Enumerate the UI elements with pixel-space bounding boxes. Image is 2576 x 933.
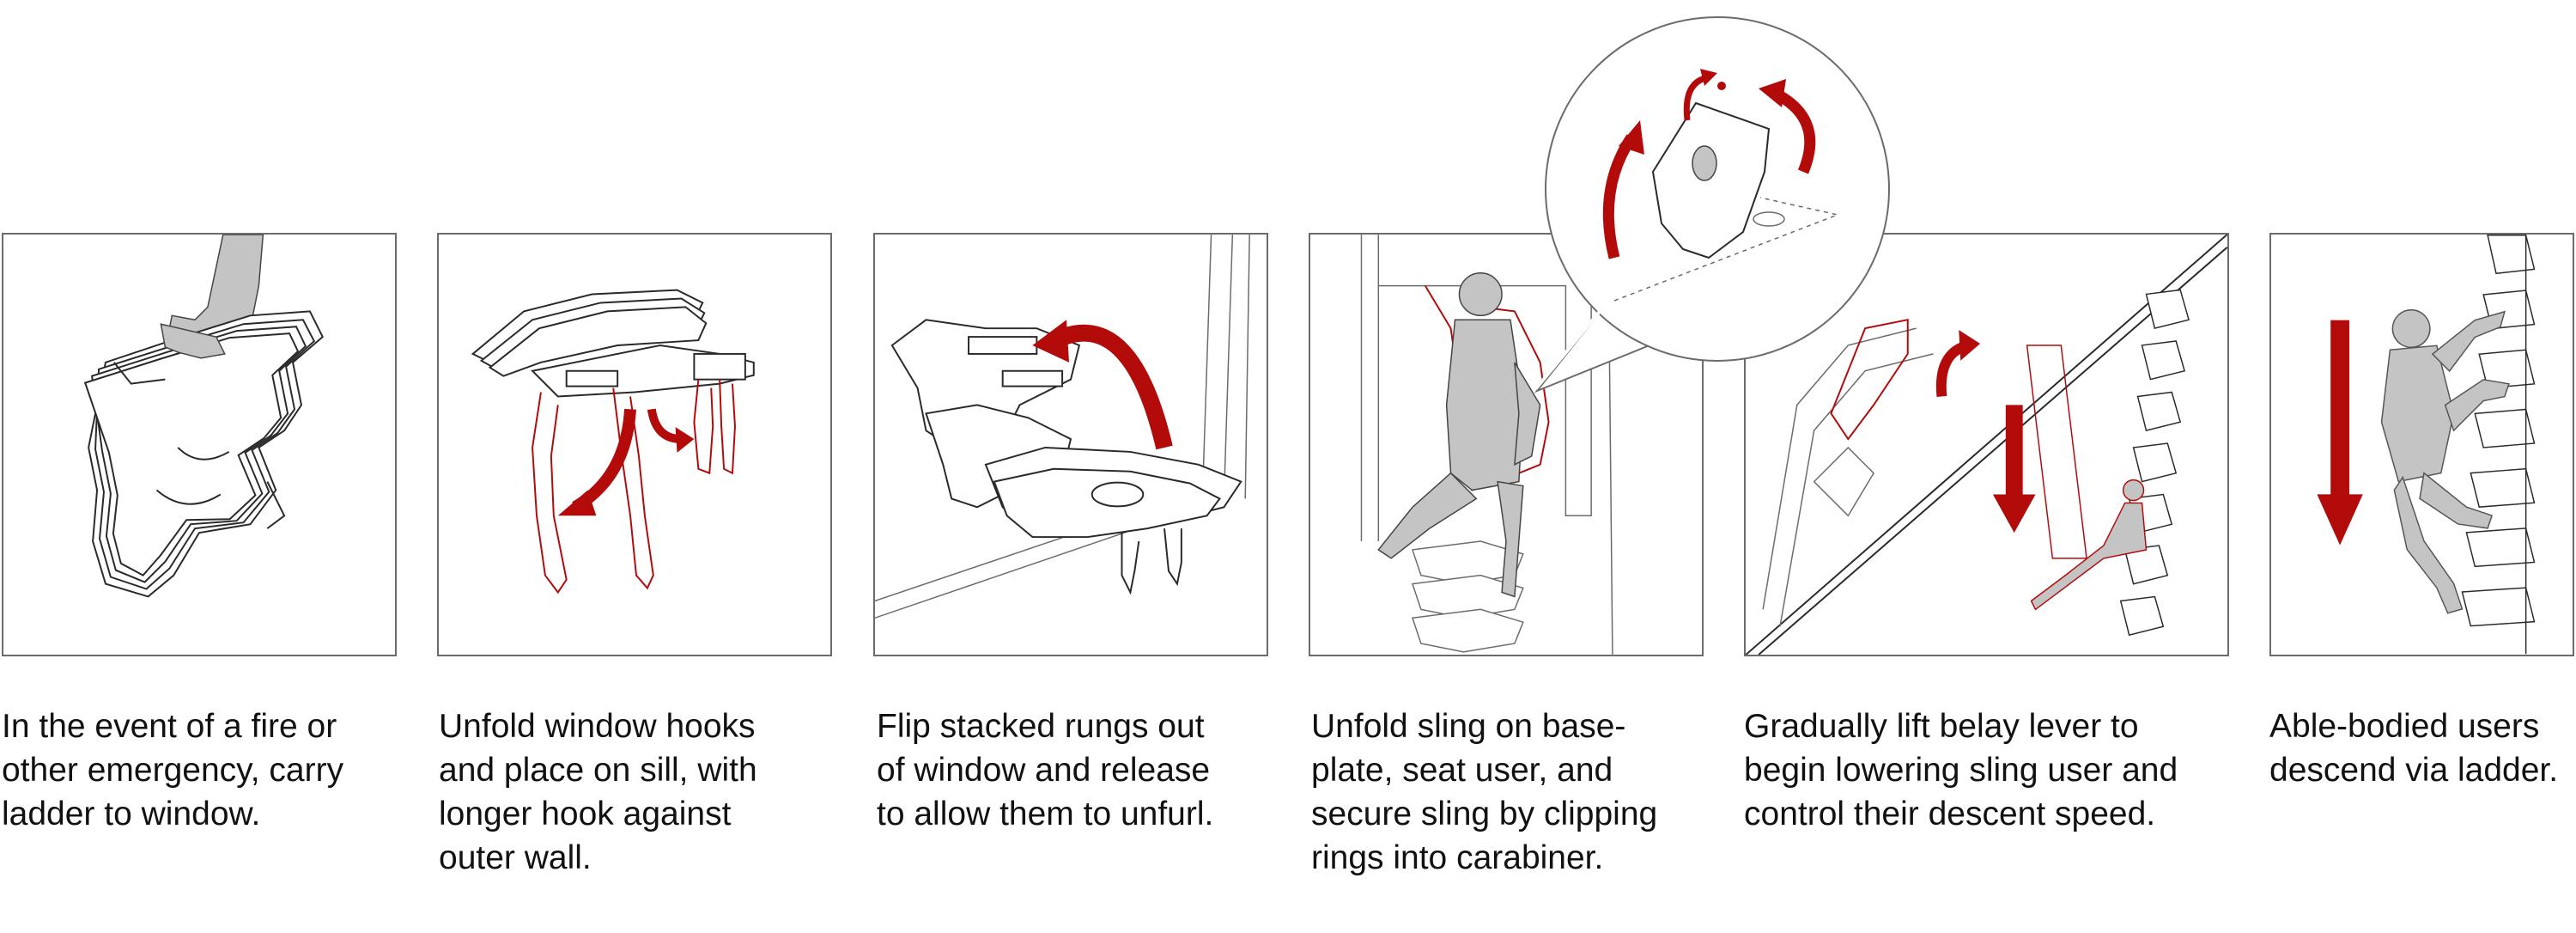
descend-arrow-shaft-icon — [2330, 320, 2349, 499]
descend-arrow-head-icon — [2317, 494, 2362, 545]
step-6-panel — [2269, 233, 2574, 656]
rotate-down-arrow-icon — [575, 409, 630, 507]
step-3-panel — [873, 233, 1268, 656]
clip-arrow-right-icon — [1777, 95, 1810, 172]
descending-user-figure — [2032, 480, 2147, 610]
step-2-panel — [437, 233, 832, 656]
ladder-rungs-icon — [2462, 235, 2534, 626]
hook-assembly-icon — [473, 290, 754, 397]
ladder-on-wall-icon — [2121, 290, 2189, 635]
step-3-caption: Flip stacked rungs out of window and rel… — [877, 704, 1213, 836]
lower-arrow-shaft-icon — [2006, 405, 2023, 498]
clip-arrow-top-icon — [1686, 77, 1709, 120]
step-6-illustration — [2271, 235, 2573, 655]
step-2-illustration — [439, 235, 830, 655]
step-1-caption: In the event of a fire or other emergenc… — [2, 704, 343, 836]
lower-arrow-head-icon — [1993, 495, 2036, 534]
short-hook-icon — [694, 380, 735, 473]
step-3-illustration — [875, 235, 1267, 655]
step-1-panel — [2, 233, 397, 656]
step-4-caption: Unfold sling on base- plate, seat user, … — [1311, 704, 1657, 880]
step-5-illustration — [1746, 235, 2227, 655]
step-4-illustration — [1310, 235, 1702, 655]
belay-lever-icon — [1831, 320, 1907, 439]
step-6-caption: Able-bodied users descend via ladder. — [2269, 704, 2558, 792]
step-1-illustration — [3, 235, 395, 655]
step-5-caption: Gradually lift belay lever to begin lowe… — [1744, 704, 2178, 836]
step-4-panel — [1309, 233, 1704, 656]
step-5-panel — [1744, 233, 2229, 656]
step-2-caption: Unfold window hooks and place on sill, w… — [439, 704, 757, 880]
